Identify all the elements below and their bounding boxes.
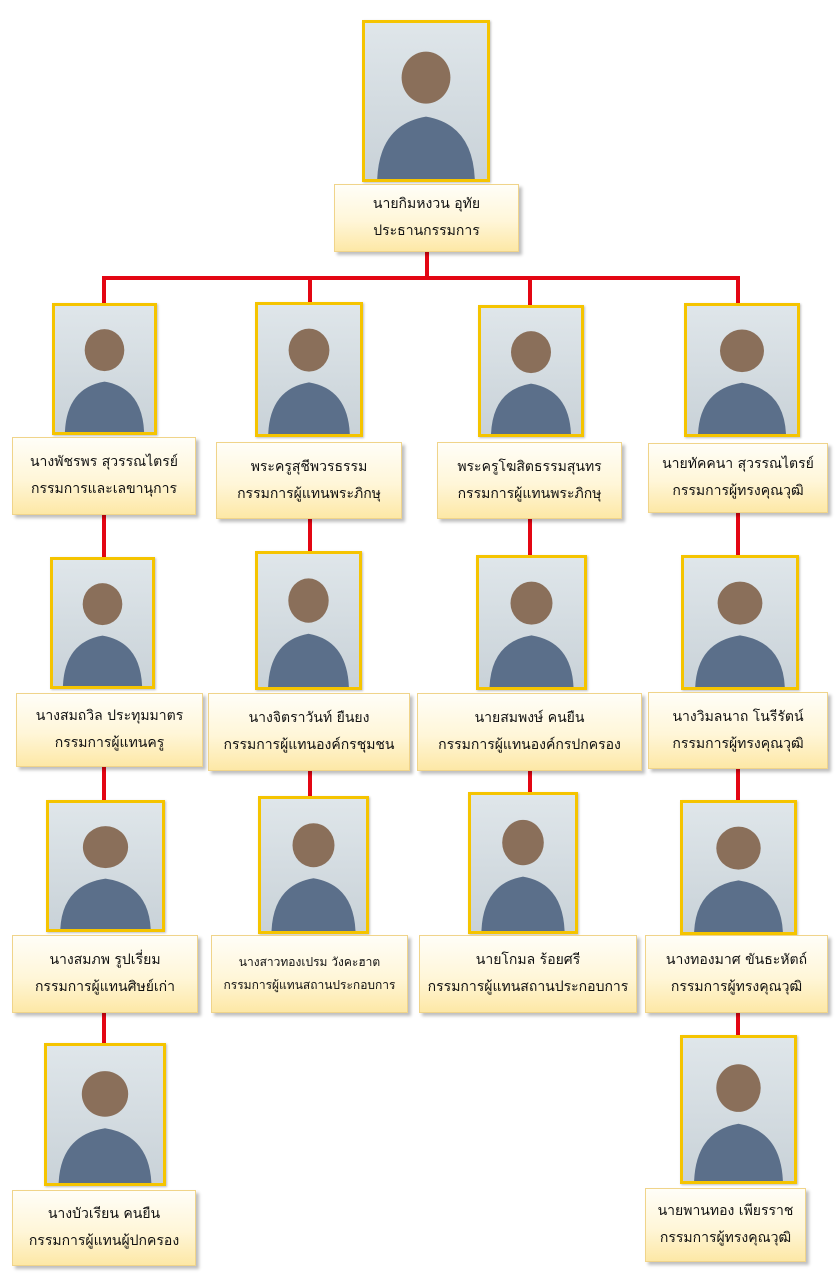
person-photo-icon [60,826,151,929]
person-photo-icon [271,823,356,931]
person-photo-icon [377,51,475,179]
person-photo-icon [491,331,571,434]
member-name: นางสาวทองเปรม วังคะฮาต [238,955,381,970]
member-photo [478,305,584,437]
member-photo [476,555,587,690]
member-label-box: พระครูสุชีพวรธรรมกรรมการผู้แทนพระภิกษุ [216,442,402,519]
person-photo-icon [698,329,786,434]
connector-line [528,276,532,306]
member-role: กรรมการผู้ทรงคุณวุฒิ [672,735,804,752]
person-photo-icon [62,583,143,686]
connector-line [528,519,532,556]
member-role: กรรมการผู้ทรงคุณวุฒิ [659,1230,792,1246]
member-photo [468,792,578,934]
member-name: นายพานทอง เพียรราช [657,1203,794,1220]
member-photo [255,302,363,437]
connector-line [102,1013,106,1044]
connector-line [308,276,312,304]
member-photo [44,1043,166,1186]
connector-line [308,519,312,552]
member-photo [681,555,799,690]
member-label-box: นางสาวทองเปรม วังคะฮาตกรรมการผู้แทนสถานป… [211,935,408,1013]
member-role: ประธานกรรมการ [373,223,480,239]
member-name: นางจิตราวันท์ ยืนยง [248,710,370,727]
person-photo-icon [268,578,349,687]
person-photo-icon [64,329,145,432]
person-photo-icon [694,1064,783,1181]
person-photo-icon [58,1071,152,1183]
member-role: กรรมการผู้แทนผู้ปกครอง [28,1233,180,1249]
person-photo-icon [481,819,565,931]
member-label-box: นางพัชรพร สุวรรณไตรย์กรรมการและเลขานุการ [12,437,196,515]
member-role: กรรมการผู้แทนครู [54,735,165,751]
member-name: นางทองมาศ ขันธะหัตถ์ [665,952,808,969]
chairman-label-box: นายกิมหงวน อุทัยประธานกรรมการ [334,184,519,252]
member-photo [52,303,157,435]
connector-line [736,276,740,304]
member-label-box: นางสมภพ รูปเรี่ยมกรรมการผู้แทนศิษย์เก่า [12,935,198,1013]
member-photo [680,800,797,935]
member-name: พระครูโฆสิตธรรมสุนทร [457,458,602,475]
member-role: กรรมการผู้แทนศิษย์เก่า [34,979,176,995]
person-photo-icon [695,581,785,687]
member-name: นางสมถวิล ประทุมมาตร [35,708,184,725]
connector-line [736,1013,740,1036]
member-photo [255,551,362,690]
member-name: นางสมภพ รูปเรี่ยม [49,952,161,969]
member-role: กรรมการผู้แทนองค์กรปกครอง [438,737,621,753]
member-label-box: นางสมถวิล ประทุมมาตรกรรมการผู้แทนครู [16,693,203,767]
connector-line [102,276,740,280]
connector-line [308,771,312,797]
connector-line [102,276,106,304]
person-photo-icon [489,581,574,687]
member-photo [258,796,369,934]
member-label-box: นายสมพงษ์ คนยืนกรรมการผู้แทนองค์กรปกครอง [417,693,642,771]
member-label-box: นางจิตราวันท์ ยืนยงกรรมการผู้แทนองค์กรชุ… [208,693,410,771]
member-role: กรรมการผู้แทนสถานประกอบการ [223,978,396,992]
member-role: กรรมการผู้ทรงคุณวุฒิ [670,979,803,995]
member-name: นางบัวเรียน คนยืน [47,1206,161,1223]
member-name: นางพัชรพร สุวรรณไตรย์ [29,454,178,471]
chairman-photo [362,20,490,182]
member-label-box: นางทองมาศ ขันธะหัตถ์กรรมการผู้ทรงคุณวุฒิ [645,935,828,1013]
member-role: กรรมการผู้แทนสถานประกอบการ [427,979,629,995]
connector-line [425,252,429,280]
member-photo [46,800,165,932]
member-name: นายโกมล ร้อยศรี [475,952,581,969]
member-role: กรรมการและเลขานุการ [31,481,177,497]
member-role: กรรมการผู้แทนองค์กรชุมชน [223,737,395,753]
member-label-box: นางบัวเรียน คนยืนกรรมการผู้แทนผู้ปกครอง [12,1190,196,1266]
member-role: กรรมการผู้แทนพระภิกษุ [457,485,602,502]
connector-line [736,513,740,556]
member-name: พระครูสุชีพวรธรรม [250,458,368,475]
member-name: นายกิมหงวน อุทัย [372,196,481,213]
connector-line [528,771,532,793]
member-label-box: นายพานทอง เพียรราชกรรมการผู้ทรงคุณวุฒิ [645,1188,806,1262]
member-label-box: นางวิมลนาถ โนรีรัตน์กรรมการผู้ทรงคุณวุฒิ [648,692,828,769]
person-photo-icon [694,826,783,932]
member-photo [684,303,800,437]
member-name: นายสมพงษ์ คนยืน [474,710,585,727]
member-photo [50,557,155,689]
connector-line [102,515,106,557]
connector-line [102,767,106,801]
connector-line [736,769,740,801]
member-label-box: นายโกมล ร้อยศรีกรรมการผู้แทนสถานประกอบกา… [419,935,637,1013]
member-role: กรรมการผู้แทนพระภิกษุ [237,485,381,502]
member-photo [680,1035,797,1184]
member-role: กรรมการผู้ทรงคุณวุฒิ [672,483,804,499]
member-label-box: พระครูโฆสิตธรรมสุนทรกรรมการผู้แทนพระภิกษ… [437,442,622,519]
person-photo-icon [268,328,350,434]
member-label-box: นายทัคคนา สุวรรณไตรย์กรรมการผู้ทรงคุณวุฒ… [648,443,828,513]
member-name: นางวิมลนาถ โนรีรัตน์ [672,708,804,725]
member-name: นายทัคคนา สุวรรณไตรย์ [662,456,814,473]
